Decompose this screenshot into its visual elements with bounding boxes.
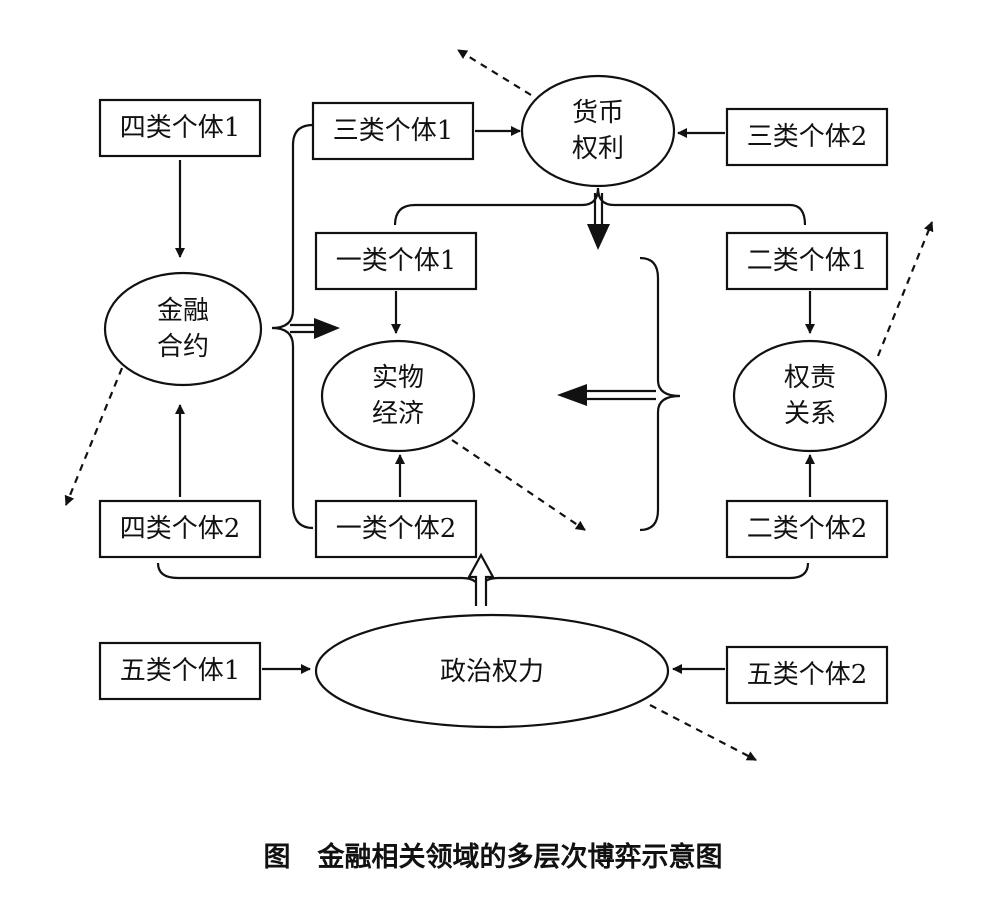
currency-rights-line1: 货币	[572, 98, 624, 128]
ellipse-real-economy: 实物 经济	[320, 339, 476, 453]
box-one-2: 一类个体2	[314, 499, 478, 559]
brace-currency-branch	[393, 187, 807, 226]
financial-contract-line1: 金融	[157, 296, 209, 326]
box-three-2-label: 三类个体2	[747, 122, 868, 152]
box-two-2: 二类个体2	[725, 499, 889, 559]
brace-left-group	[271, 123, 314, 530]
brace-right-group	[639, 256, 681, 532]
box-two-2-label: 二类个体2	[747, 514, 868, 544]
dashed-arrow-contract-out	[64, 367, 124, 506]
rights-relation-line1: 权责	[784, 363, 836, 393]
political-power-label: 政治权力	[440, 657, 544, 687]
box-four-1-label: 四类个体1	[120, 113, 241, 143]
box-five-1-label: 五类个体1	[120, 656, 241, 686]
box-two-1: 二类个体1	[725, 231, 889, 291]
box-three-1: 三类个体1	[311, 101, 475, 161]
dashed-arrow-economy-out	[451, 439, 586, 531]
hollow-arrow-power-up	[467, 552, 495, 606]
double-arrow-to-economy	[557, 384, 656, 406]
box-four-2-label: 四类个体2	[120, 514, 241, 544]
box-five-1: 五类个体1	[98, 641, 262, 701]
figure-caption: 图 金融相关领域的多层次博弈示意图	[264, 841, 723, 873]
box-one-1-label: 一类个体1	[336, 246, 457, 276]
ellipse-rights-relation: 权责 关系	[732, 339, 888, 453]
box-four-2: 四类个体2	[98, 499, 262, 559]
dashed-arrow-currency-out	[457, 49, 532, 96]
ellipse-political-power: 政治权力	[314, 613, 670, 729]
dashed-arrow-relation-out	[876, 221, 934, 357]
ellipse-currency-rights: 货币 权利	[520, 74, 676, 188]
ellipse-financial-contract: 金融 合约	[103, 271, 263, 387]
rights-relation-line2: 关系	[784, 399, 836, 429]
box-three-1-label: 三类个体1	[333, 116, 454, 146]
double-arrow-currency-down	[587, 193, 610, 250]
box-five-2-label: 五类个体2	[747, 660, 868, 690]
double-arrow-contract-right	[290, 318, 340, 339]
real-economy-line2: 经济	[372, 399, 424, 429]
dashed-arrow-power-out	[649, 704, 757, 761]
financial-contract-line2: 合约	[157, 332, 209, 362]
currency-rights-line2: 权利	[572, 134, 624, 164]
box-one-1: 一类个体1	[314, 231, 478, 291]
box-two-1-label: 二类个体1	[747, 246, 868, 276]
box-three-2: 三类个体2	[725, 107, 889, 167]
real-economy-line1: 实物	[372, 363, 424, 393]
box-one-2-label: 一类个体2	[336, 514, 457, 544]
box-five-2: 五类个体2	[725, 645, 889, 705]
box-four-1: 四类个体1	[98, 98, 262, 158]
